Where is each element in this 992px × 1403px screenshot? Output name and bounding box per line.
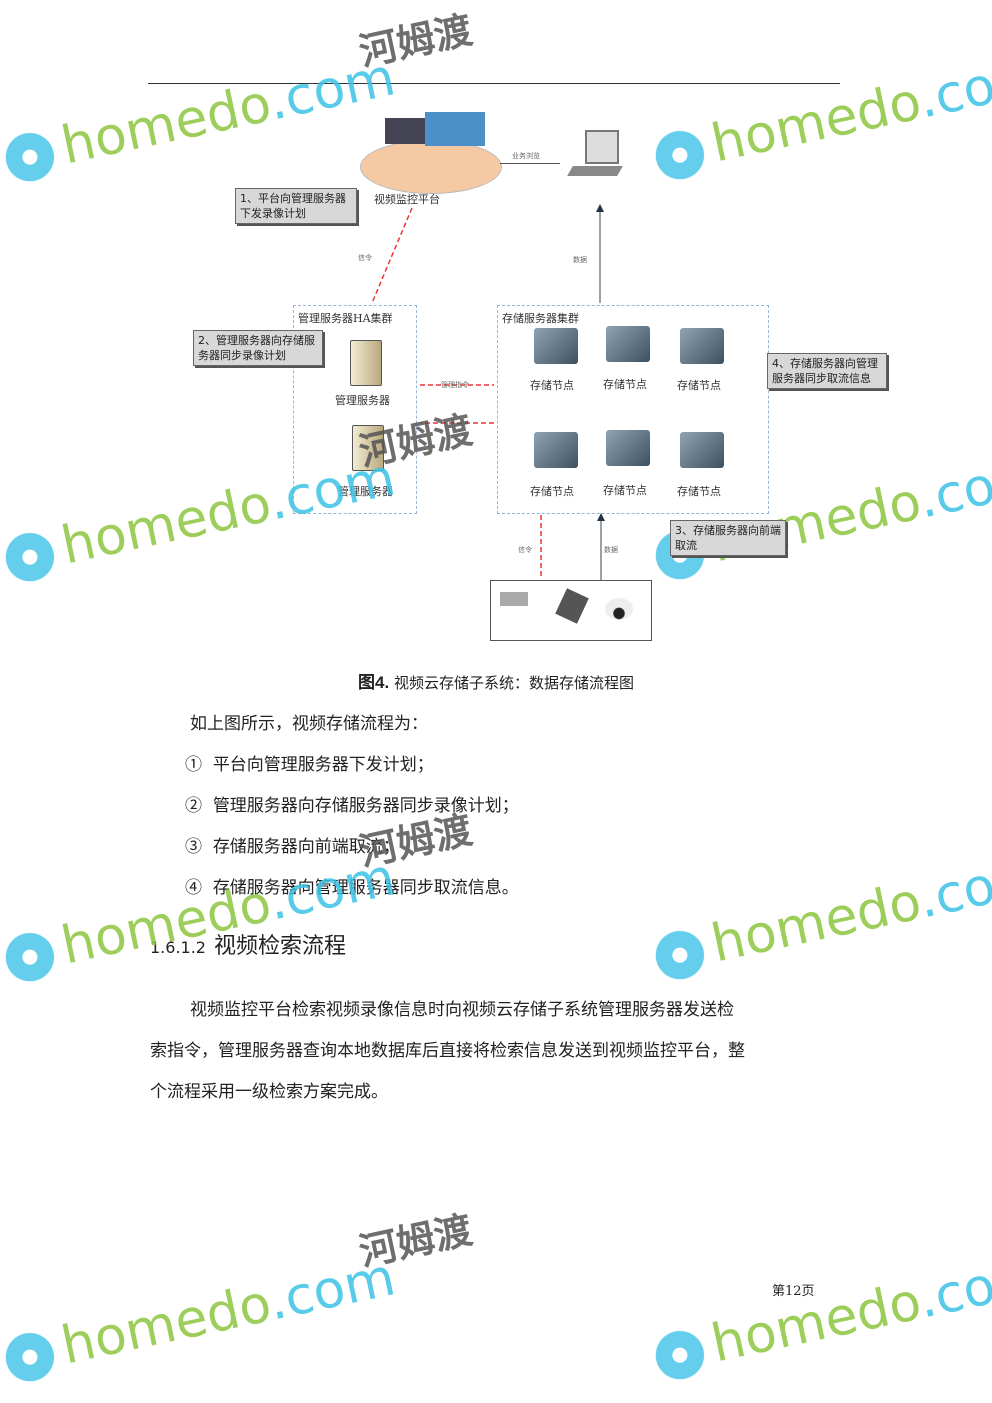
signal-arrow [371, 207, 413, 304]
step-2: ② 管理服务器向存储服务器同步录像计划； [185, 791, 519, 816]
storage-node-label: 存储节点 [530, 379, 574, 392]
watermark: homedo.com [646, 1245, 992, 1389]
paragraph-line: 视频监控平台检索视频录像信息时向视频云存储子系统管理服务器发送检 [190, 1000, 734, 1020]
intro-text: 如上图所示，视频存储流程为： [190, 714, 428, 734]
storage-node-icon [534, 432, 578, 468]
storage-node-icon [534, 328, 578, 364]
paragraph-line: 个流程采用一级检索方案完成。 [150, 1082, 388, 1102]
mgmt-cluster [293, 305, 417, 514]
camera-group [490, 580, 652, 641]
data-label: 数据 [604, 546, 618, 554]
arrow-head [597, 513, 605, 521]
watermark-text: home [706, 1285, 863, 1375]
note-2: 2、管理服务器向存储服务器同步录像计划 [193, 330, 323, 366]
storage-node-label: 存储节点 [677, 379, 721, 392]
arrow-head [596, 204, 604, 212]
browse-arrow [500, 163, 560, 164]
data-label: 数据 [573, 256, 587, 264]
mgmt-cmd-label: 管理指令 [441, 381, 469, 389]
header-rule [148, 83, 840, 84]
camera-icon [500, 592, 528, 606]
watermark-text: home [56, 1287, 213, 1377]
mgmt-cluster-title: 管理服务器HA集群 [298, 312, 393, 325]
figure-caption: 图4. 视频云存储子系统：数据存储流程图 [0, 668, 992, 693]
flower-logo-icon [646, 921, 714, 989]
platform-label: 视频监控平台 [374, 193, 440, 206]
dome-camera-icon [605, 598, 633, 620]
arrows [371, 204, 605, 580]
storage-cluster [497, 305, 769, 514]
watermark-text: .com [913, 1245, 992, 1331]
storage-node-label: 存储节点 [603, 484, 647, 497]
step-number: ④ [185, 878, 202, 898]
mgmt-server-label: 管理服务器 [335, 394, 390, 407]
watermark: homedo.com [646, 845, 992, 989]
watermark: homedo.com [0, 847, 401, 991]
watermark: homedo.com [0, 1247, 401, 1391]
storage-node-label: 存储节点 [677, 485, 721, 498]
watermark-text: home [706, 885, 863, 975]
video-wall-icon [385, 118, 425, 144]
flower-logo-icon [0, 923, 64, 991]
storage-node-icon [606, 430, 650, 466]
step-text: 存储服务器向管理服务器同步取流信息。 [212, 878, 519, 898]
note-3: 3、存储服务器向前端取流 [670, 520, 786, 556]
flower-logo-icon [0, 123, 64, 191]
watermark-text: home [56, 887, 213, 977]
caption-text: 视频云存储子系统：数据存储流程图 [393, 674, 634, 692]
storage-node-label: 存储节点 [530, 485, 574, 498]
signal-label: 信令 [518, 546, 532, 554]
watermark: 河姆渡 [355, 1207, 477, 1275]
storage-node-label: 存储节点 [603, 378, 647, 391]
caption-number: 图4. [358, 673, 390, 692]
flower-logo-icon [0, 1323, 64, 1391]
storage-node-icon [680, 328, 724, 364]
note-4: 4、存储服务器向管理服务器同步取流信息 [767, 353, 887, 389]
flower-logo-icon [646, 1321, 714, 1389]
computer-icon [585, 130, 619, 164]
storage-cluster-title: 存储服务器集群 [502, 312, 579, 325]
step-text: 存储服务器向前端取流； [212, 837, 400, 857]
watermark-text: .com [913, 845, 992, 931]
section-heading: 1.6.1.2 视频检索流程 [150, 928, 346, 960]
storage-node-icon [606, 326, 650, 362]
video-wall-icon [425, 112, 485, 146]
mgmt-server-icon [350, 340, 382, 386]
heading-text: 视频检索流程 [213, 934, 346, 959]
step-number: ② [185, 796, 202, 816]
page-number: 第12页 [772, 1284, 815, 1299]
flower-logo-icon [646, 121, 714, 189]
flower-logo-icon [0, 523, 64, 591]
step-number: ① [185, 755, 202, 775]
mgmt-server-icon [352, 425, 384, 471]
step-3: ③ 存储服务器向前端取流； [185, 832, 400, 857]
heading-number: 1.6.1.2 [150, 938, 206, 957]
step-text: 管理服务器向存储服务器同步录像计划； [212, 796, 519, 816]
browse-label: 业务浏览 [512, 152, 540, 160]
note-1: 1、平台向管理服务器下发录像计划 [235, 188, 357, 224]
step-number: ③ [185, 837, 202, 857]
step-1: ① 平台向管理服务器下发计划； [185, 750, 434, 775]
mgmt-server-label: 管理服务器 [338, 485, 393, 498]
signal-label: 信令 [358, 254, 372, 262]
step-4: ④ 存储服务器向管理服务器同步取流信息。 [185, 873, 519, 898]
storage-node-icon [680, 432, 724, 468]
platform-icon [360, 140, 502, 194]
step-text: 平台向管理服务器下发计划； [212, 755, 434, 775]
paragraph-line: 索指令，管理服务器查询本地数据库后直接将检索信息发送到视频监控平台，整 [150, 1041, 745, 1061]
